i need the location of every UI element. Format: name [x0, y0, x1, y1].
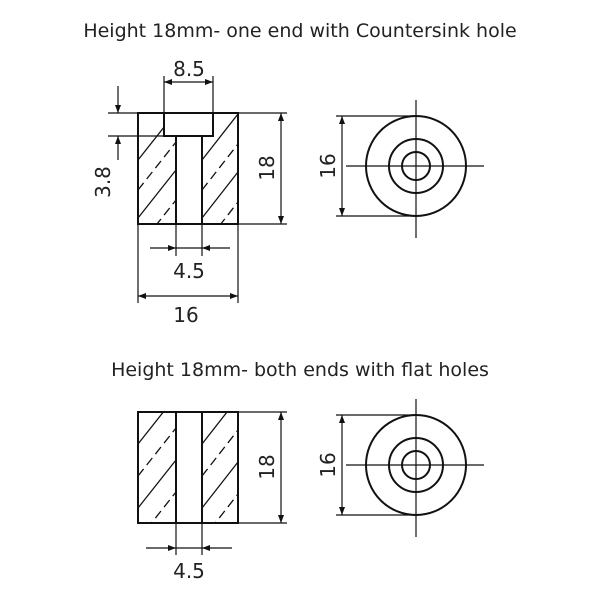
bottom-end-diameter-label: 16 — [316, 452, 340, 477]
dim-bottom-height: 18 — [238, 411, 287, 524]
bottom-side-view — [137, 411, 239, 524]
bottom-height-label: 18 — [255, 454, 279, 479]
bottom-side-outline — [137, 411, 239, 524]
top-width-label: 16 — [173, 303, 198, 327]
countersink-depth-label: 3.8 — [91, 166, 115, 198]
dim-countersink-depth: 3.8 — [91, 86, 164, 198]
dim-top-width: 16 — [137, 224, 239, 327]
dim-top-end-diameter: 16 — [316, 115, 416, 217]
top-end-diameter-label: 16 — [316, 153, 340, 178]
dim-top-height: 18 — [238, 112, 287, 225]
bottom-end-view — [346, 399, 484, 537]
top-hole-label: 4.5 — [173, 259, 205, 283]
top-section: Height 18mm- one end with Countersink ho… — [83, 20, 516, 327]
bottom-hole-label: 4.5 — [173, 559, 205, 583]
dim-bottom-end-diameter: 16 — [316, 414, 416, 516]
dim-countersink-width: 8.5 — [163, 57, 214, 113]
top-end-view — [346, 100, 484, 238]
bottom-side-hatching — [138, 412, 238, 523]
dim-top-hole: 4.5 — [150, 224, 230, 283]
bottom-section: Height 18mm- both ends with flat holes — [111, 359, 489, 583]
bottom-title: Height 18mm- both ends with flat holes — [111, 359, 489, 381]
countersink-recess — [163, 112, 214, 137]
top-title: Height 18mm- one end with Countersink ho… — [83, 20, 516, 42]
countersink-width-label: 8.5 — [173, 57, 205, 81]
top-height-label: 18 — [255, 155, 279, 180]
dim-bottom-hole: 4.5 — [146, 523, 232, 583]
top-side-view — [137, 112, 239, 225]
